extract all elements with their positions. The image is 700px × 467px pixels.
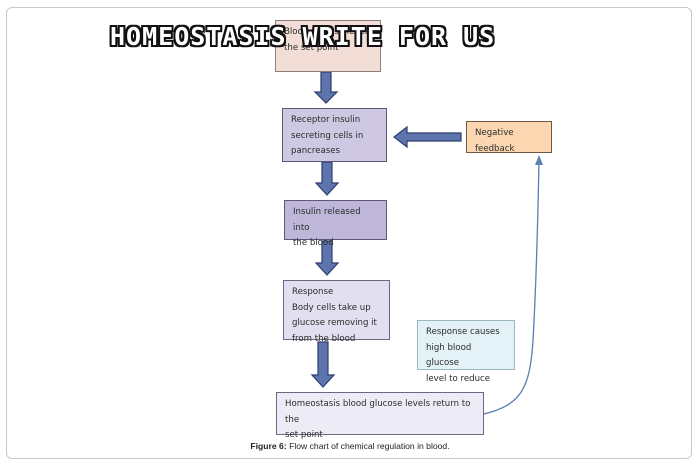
caption-label: Figure 6:	[250, 441, 287, 451]
set-point-box: Blood glucose level the set point	[275, 20, 381, 72]
negative-feedback-box: Negative feedback	[466, 121, 552, 154]
feedback-loop-line	[483, 159, 540, 415]
homeostasis-box: Homeostasis blood glucose levels return …	[276, 392, 484, 440]
arrow-feedback-to-receptor	[393, 125, 462, 149]
arrow-response-to-homeostasis	[310, 341, 336, 388]
figure-caption: Figure 6: Flow chart of chemical regulat…	[0, 441, 700, 451]
banner-title: HOMEOSTASIS WRITE FOR US	[110, 22, 496, 51]
response-causes-box: Response causes high blood glucose level…	[417, 320, 515, 384]
receptor-box: Receptor insulin secreting cells in panc…	[282, 108, 387, 162]
feedback-loop-arrowhead	[535, 155, 543, 165]
response-box: Response Body cells take up glucose remo…	[283, 280, 390, 344]
arrow-receptor-to-insulin	[314, 161, 340, 196]
caption-text: Flow chart of chemical regulation in blo…	[286, 441, 450, 451]
arrow-top-to-receptor	[313, 71, 339, 104]
arrow-insulin-to-response	[314, 240, 340, 276]
insulin-released-box: Insulin released into the blood	[284, 200, 387, 248]
